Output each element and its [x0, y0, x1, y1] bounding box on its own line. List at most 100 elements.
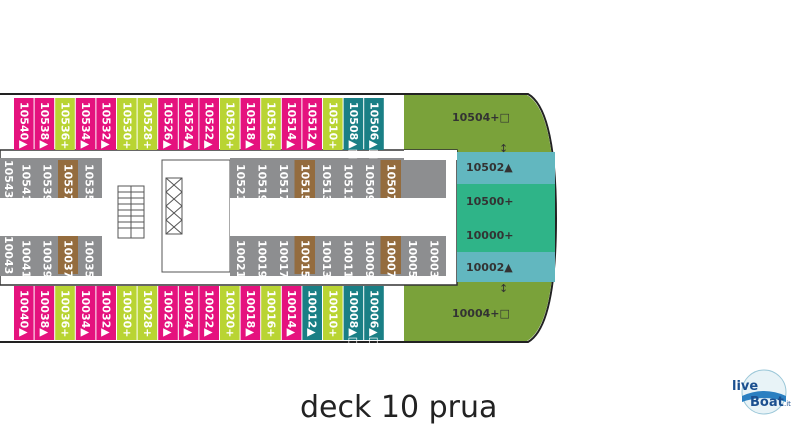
suite-label-top: 10504+□: [452, 111, 510, 124]
cabin-number: 10005: [406, 240, 419, 278]
cabin-cell: [364, 98, 384, 150]
cabin-cell: [220, 98, 240, 150]
logo-text-c: .it: [784, 400, 791, 408]
cabin-cell: [137, 286, 158, 340]
cabin-cell: [337, 236, 358, 274]
cabin-number: 10535: [83, 164, 96, 202]
cabin-cell: [359, 160, 380, 198]
cabin-cell: [230, 160, 251, 198]
cabin-number: 10016+: [265, 290, 278, 338]
cabin-number: 10035: [83, 240, 96, 278]
cabin-number: 10510+: [326, 102, 339, 150]
cabin-number: 10528+: [141, 102, 154, 150]
cabin-cell: [58, 236, 78, 274]
cabin-cell: [323, 98, 343, 150]
cabin-cell: [34, 98, 55, 150]
cabin-number: 10534▲: [79, 102, 92, 149]
cabin-cell: [75, 98, 96, 150]
cabin-cell: [302, 286, 322, 340]
cabin-number: 10509: [363, 164, 376, 202]
cabin-number: 10030+: [120, 290, 133, 338]
cabin-cell: [178, 286, 199, 340]
cabin-number: 10037: [62, 240, 75, 278]
cabin-number: 10019: [255, 240, 268, 278]
suite-label-bottom: 10004+□: [452, 307, 510, 320]
cabin-number: 10038▲: [38, 290, 51, 337]
cabin-cell: [261, 98, 281, 150]
cabin-number: 10526▲: [162, 102, 175, 149]
cabin-number: 10541: [20, 164, 33, 202]
suite-label-10502: 10502▲: [466, 161, 513, 174]
cabin-cell: [316, 160, 337, 198]
cabin-cell: [343, 286, 364, 340]
cabin-cell: [273, 236, 294, 274]
suite-10002: [457, 252, 555, 282]
stairs: [117, 185, 145, 239]
cabin-cell: [178, 98, 199, 150]
connecting-arrow-bottom: ↕: [499, 282, 508, 295]
edge-cabin-top: 10542: [2, 95, 15, 133]
cabin-cell: [240, 286, 261, 340]
suite-10500: [457, 184, 555, 218]
bow-suites: 10504+□ 10502▲ 10500+ 10000+ 10002▲ 1000…: [452, 111, 555, 320]
cabin-cell: [14, 98, 34, 150]
cabin-number: 10013: [320, 240, 333, 278]
elevators: [161, 159, 231, 273]
cabin-cell: [158, 286, 178, 340]
suite-label-10002: 10002▲: [466, 261, 513, 274]
cabin-number: 10521: [234, 164, 247, 202]
cabin-number: 10039: [41, 240, 54, 278]
cabin-cell: [117, 286, 137, 340]
edge-cabin-mid-top: 10543: [2, 160, 15, 198]
cabin-number: 10537: [62, 164, 75, 202]
cabin-cell: [14, 286, 34, 340]
cabin-cell: [281, 286, 302, 340]
cabin-cell: [37, 160, 57, 198]
cabin-cell: [199, 286, 219, 340]
cabin-cell: [380, 236, 401, 274]
cabin-number: 10007: [384, 240, 397, 278]
cabin-cell: [199, 98, 219, 150]
cabin-cell: [251, 160, 272, 198]
inner-gap-right-end: [404, 150, 457, 160]
cabin-cell: [117, 98, 137, 150]
suite-10000: [457, 218, 555, 252]
cabin-number: 10539: [41, 164, 54, 202]
deck-caption: deck 10 prua: [300, 390, 498, 425]
cabin-number: 10017: [277, 240, 290, 278]
cabin-cell: [380, 160, 401, 198]
cabin-cell: [273, 160, 294, 198]
cabin-cell: [402, 236, 423, 274]
inner-gap-left: [0, 198, 102, 236]
cabin-cell: [423, 236, 444, 274]
cabin-number: 10524▲: [182, 102, 195, 149]
cabin-number: 10021: [234, 240, 247, 278]
cabin-number: 10538▲: [38, 102, 51, 149]
cabin-cell: [16, 160, 36, 198]
cabin-number: 10012▲: [306, 290, 319, 337]
cabin-number: 10508▲□: [347, 102, 360, 159]
liveboat-logo: live Boat .it: [732, 369, 791, 415]
cabin-number: 10018▲: [244, 290, 257, 337]
cabin-number: 10011: [341, 240, 354, 278]
cabin-number: 10022▲: [203, 290, 216, 337]
cabin-cell: [96, 286, 116, 340]
cabin-number: 10512▲: [306, 102, 319, 149]
edge-cabin-mid-bottom: 10043: [2, 236, 15, 274]
cabin-cell: [158, 98, 178, 150]
cabin-cell: [261, 286, 281, 340]
cabin-number: 10028+: [141, 290, 154, 338]
cabin-number: 10540▲: [17, 102, 30, 149]
cabin-cell: [359, 236, 380, 274]
cabin-number: 10506▲□: [368, 102, 381, 159]
cabin-cell: [323, 286, 343, 340]
cabin-cell: [343, 98, 364, 150]
cabin-cell: [281, 98, 302, 150]
cabin-number: 10520+: [223, 102, 236, 150]
cabin-cell: [251, 236, 272, 274]
edge-cabin-bottom: 10042: [2, 290, 15, 328]
cabin-number: 10507: [384, 164, 397, 202]
